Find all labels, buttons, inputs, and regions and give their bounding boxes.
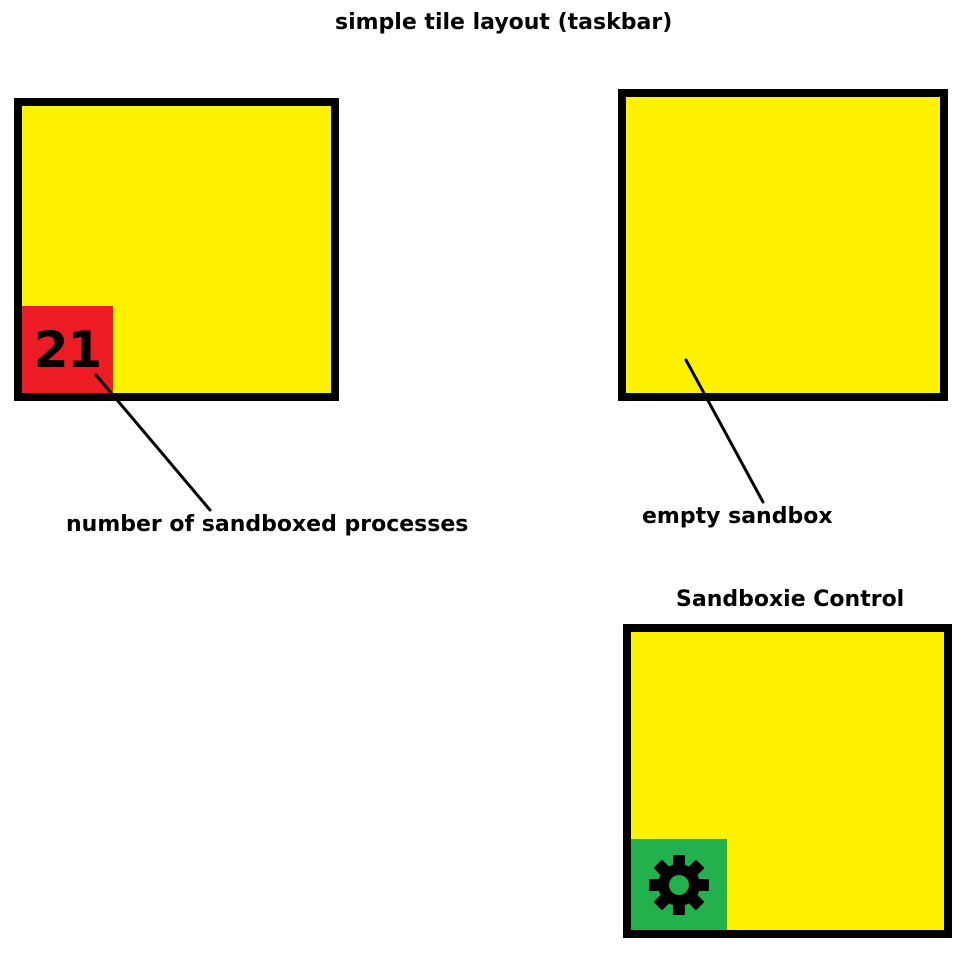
- control-tile-label: Sandboxie Control: [676, 587, 905, 612]
- process-count-badge: 21: [22, 306, 113, 393]
- sandbox-tile-empty[interactable]: [618, 89, 948, 401]
- control-badge: [631, 839, 727, 930]
- caption-process-count: number of sandboxed processes: [66, 512, 469, 537]
- sandboxie-control-tile[interactable]: [623, 624, 952, 938]
- process-count: 21: [33, 320, 103, 379]
- diagram-title: simple tile layout (taskbar): [335, 10, 673, 35]
- gear-icon: [649, 854, 709, 915]
- caption-empty-sandbox: empty sandbox: [642, 504, 833, 529]
- sandbox-tile-active[interactable]: 21: [14, 98, 339, 401]
